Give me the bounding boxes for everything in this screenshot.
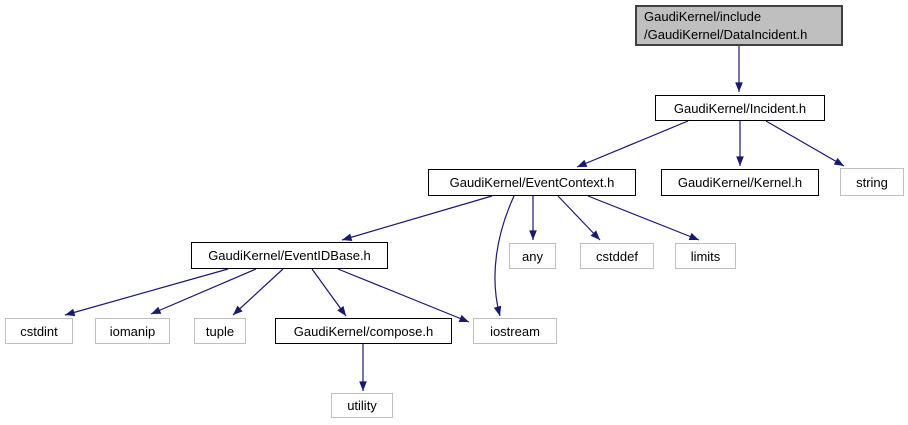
node-cstddef: cstddef [580,243,654,269]
node-any-label: any [522,248,543,264]
node-utility: utility [331,393,393,418]
node-event-id-base[interactable]: GaudiKernel/EventIDBase.h [191,242,388,269]
edge-event-id-base-to-cstdint [64,268,229,317]
node-string: string [840,168,904,196]
node-cstdint: cstdint [5,318,73,344]
node-kernel-label: GaudiKernel/Kernel.h [677,175,803,190]
node-data-incident-label: /GaudiKernel/DataIncident.h [644,26,808,42]
node-iomanip-label: iomanip [109,323,156,339]
node-incident-label: GaudiKernel/Incident.h [673,100,807,116]
node-data-incident-label: GaudiKernel/include [644,8,762,24]
node-cstddef-label: cstddef [596,248,638,264]
node-any: any [509,243,556,269]
node-cstdint-label: cstdint [20,323,58,339]
node-event-context-label: GaudiKernel/EventContext.h [449,175,615,190]
node-string-label: string [856,174,888,190]
edge-event-context-to-cstddef [557,195,601,241]
edge-event-id-base-to-tuple [232,268,284,316]
node-event-id-base-label: GaudiKernel/EventIDBase.h [208,248,371,263]
edge-incident-to-event-context [576,120,689,168]
node-limits-label: limits [690,248,721,264]
edge-event-id-base-to-iostream [337,268,470,323]
node-data-incident: GaudiKernel/include/GaudiKernel/DataInci… [635,5,843,46]
node-limits: limits [675,243,736,269]
edge-event-context-to-limits [587,195,700,241]
node-iostream: iostream [473,318,557,344]
node-iostream-label: iostream [490,323,540,339]
edge-event-id-base-to-iomanip [150,268,257,315]
node-incident[interactable]: GaudiKernel/Incident.h [655,95,825,121]
node-tuple-label: tuple [205,323,235,339]
edge-event-id-base-to-compose [311,268,347,317]
node-utility-label: utility [347,398,377,413]
node-event-context[interactable]: GaudiKernel/EventContext.h [428,169,636,196]
node-iomanip: iomanip [95,318,170,344]
node-tuple: tuple [194,318,246,344]
node-kernel[interactable]: GaudiKernel/Kernel.h [661,169,819,196]
edge-event-context-to-event-id-base [341,195,493,241]
node-compose[interactable]: GaudiKernel/compose.h [275,318,452,344]
edge-incident-to-string [765,120,845,167]
node-compose-label: GaudiKernel/compose.h [293,323,434,339]
